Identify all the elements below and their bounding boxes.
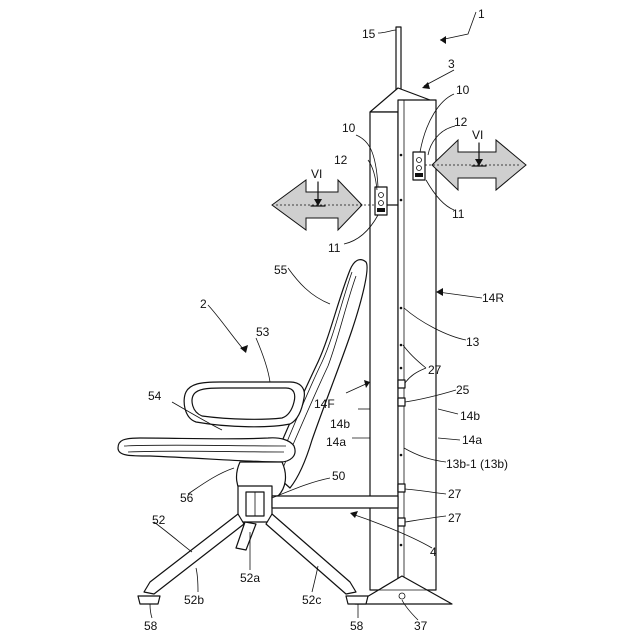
- label-58-left: 58: [144, 619, 158, 633]
- label-vi-left: VI: [311, 167, 322, 181]
- label-12-left: 12: [334, 153, 348, 167]
- label-12-right: 12: [454, 115, 468, 129]
- label-52a: 52a: [240, 571, 260, 585]
- chair: [118, 260, 398, 604]
- label-25: 25: [456, 383, 470, 397]
- label-15: 15: [362, 27, 376, 41]
- label-14b-left: 14b: [330, 417, 350, 431]
- label-2: 2: [200, 297, 207, 311]
- label-3: 3: [448, 57, 455, 71]
- label-53: 53: [256, 325, 270, 339]
- pole-15: [396, 27, 401, 93]
- label-52c: 52c: [302, 593, 321, 607]
- seat-54: [118, 438, 295, 462]
- label-13b-1: 13b-1 (13b): [446, 457, 508, 471]
- label-54: 54: [148, 389, 162, 403]
- foot-58-right: [346, 596, 368, 604]
- label-58-right: 58: [350, 619, 364, 633]
- label-56: 56: [180, 491, 194, 505]
- label-1: 1: [478, 7, 485, 21]
- fitting-27-mid: [398, 484, 405, 492]
- label-vi-right: VI: [472, 128, 483, 142]
- fitting-25: [398, 398, 405, 406]
- label-52b: 52b: [184, 593, 204, 607]
- label-37: 37: [414, 619, 428, 633]
- detection-arrow-left: [272, 180, 375, 230]
- leg-52c: [266, 514, 356, 594]
- label-14r: 14R: [482, 291, 504, 305]
- foot-58-left: [138, 596, 160, 604]
- label-50: 50: [332, 469, 346, 483]
- sensor-unit-right: [413, 152, 425, 180]
- label-27-lower: 27: [448, 511, 462, 525]
- label-27-upper: 27: [428, 363, 442, 377]
- label-4: 4: [430, 545, 437, 559]
- fitting-27-upper: [398, 380, 405, 388]
- fitting-27-lower: [398, 518, 405, 526]
- connecting-beam-4: [272, 496, 398, 508]
- panel-front-face-14f: [370, 112, 398, 590]
- label-10-left: 10: [342, 121, 356, 135]
- label-55: 55: [274, 263, 288, 277]
- label-14a-right: 14a: [462, 433, 482, 447]
- label-14b-right: 14b: [460, 409, 480, 423]
- reference-labels: 1 2 3 4 10 10 11 11 12 12 13 13b-1 (13b)…: [144, 7, 508, 633]
- label-14a-left: 14a: [326, 435, 346, 449]
- label-11-right: 11: [452, 207, 465, 221]
- detection-arrow-right: [425, 140, 526, 190]
- label-13: 13: [466, 335, 480, 349]
- label-52: 52: [152, 513, 166, 527]
- label-27-mid: 27: [448, 487, 462, 501]
- label-11-left: 11: [328, 241, 341, 255]
- label-14f: 14F: [314, 397, 335, 411]
- label-10-right: 10: [456, 83, 470, 97]
